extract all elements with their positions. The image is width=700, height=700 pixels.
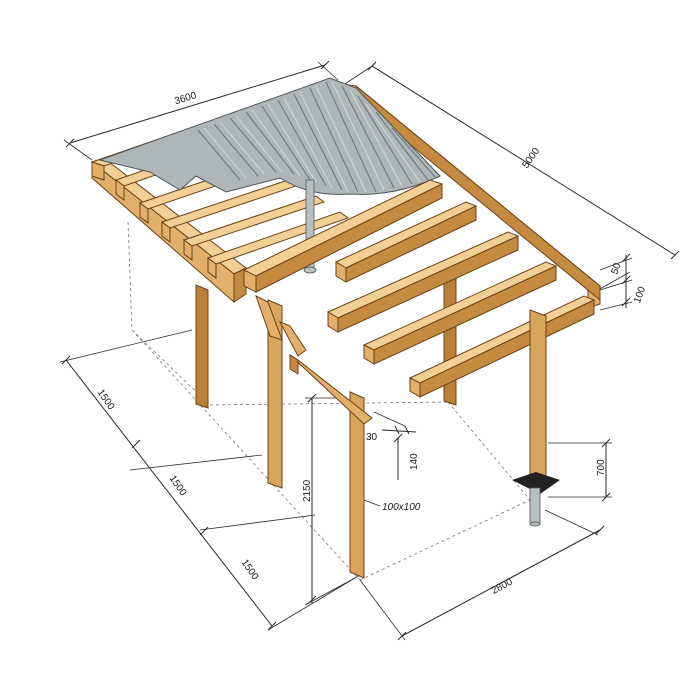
label-brace-depth: 30 xyxy=(366,432,378,443)
front-left-post xyxy=(255,295,373,579)
label-depth: 5000 xyxy=(520,146,542,171)
steel-support xyxy=(303,179,317,274)
front-right-post xyxy=(512,309,560,527)
label-post-height: 2150 xyxy=(302,479,313,502)
post-far-left xyxy=(195,284,209,409)
label-brace-height: 140 xyxy=(409,453,420,470)
brace-beam-stub xyxy=(289,354,299,375)
post-footing xyxy=(512,472,560,494)
dimension-footing: 700 xyxy=(548,438,612,502)
label-bay-3: 1500 xyxy=(239,558,261,583)
beam-center xyxy=(242,179,444,293)
beam-right xyxy=(340,83,602,309)
label-post-section: 100x100 xyxy=(382,502,421,513)
dimension-post-height: 2150 xyxy=(302,393,356,606)
label-post-spacing: 2800 xyxy=(490,576,515,596)
post-mid-left xyxy=(267,299,283,489)
label-rafter-height: 100 xyxy=(632,285,648,305)
dimension-brace: 30 140 xyxy=(366,411,420,480)
rafters-right xyxy=(326,201,596,398)
brace-front xyxy=(289,354,373,425)
post-section-callout: 100x100 xyxy=(363,499,421,513)
dimension-post-spacing: 2800 xyxy=(359,509,605,641)
hidden-lines xyxy=(127,221,531,581)
label-rafter-width: 50 xyxy=(610,261,624,276)
label-footing-depth: 700 xyxy=(596,459,607,476)
brace-mid xyxy=(255,295,283,341)
label-bay-1: 1500 xyxy=(95,388,117,413)
post-front-left xyxy=(349,391,365,579)
dimension-rafter-section: 50 100 xyxy=(599,253,648,311)
